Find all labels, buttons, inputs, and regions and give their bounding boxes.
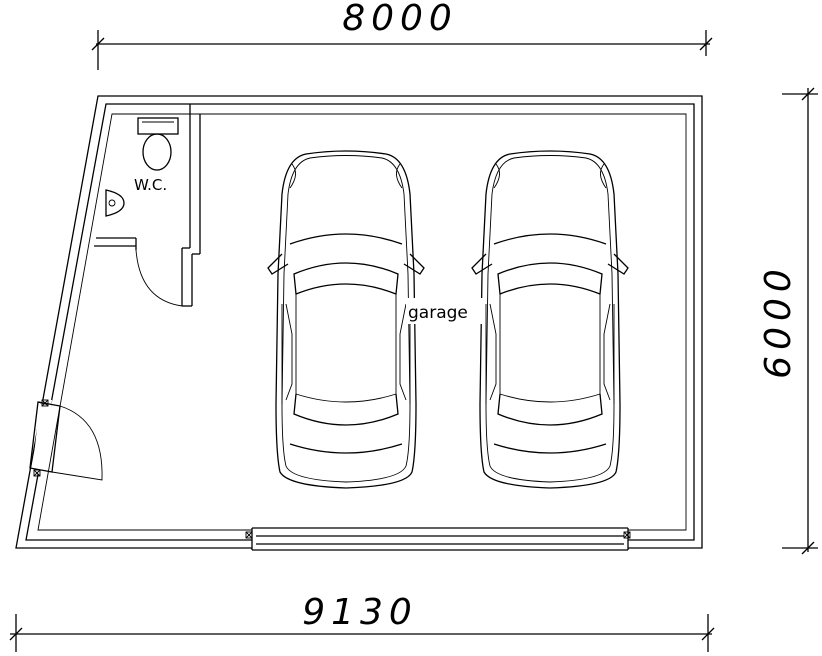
entry-door-swing-icon [29,399,103,481]
car-left-icon [267,150,425,489]
exterior-walls [15,95,703,549]
car-right-icon [471,150,629,489]
right-dimension: 6000 [758,87,818,555]
top-dimension-label: 8000 [342,0,458,39]
toilet-icon [137,117,179,171]
sink-icon [105,189,125,217]
bottom-dimension: 9130 [9,592,715,652]
garage-door [245,527,631,551]
top-dimension: 8000 [91,0,713,70]
wc-walls [94,104,201,307]
bottom-dimension-label: 9130 [302,592,418,633]
wc-label: W.C. [134,176,167,194]
wc-door-swing-icon [135,246,183,307]
right-dimension-label: 6000 [758,263,799,379]
garage-label: garage [408,303,468,323]
